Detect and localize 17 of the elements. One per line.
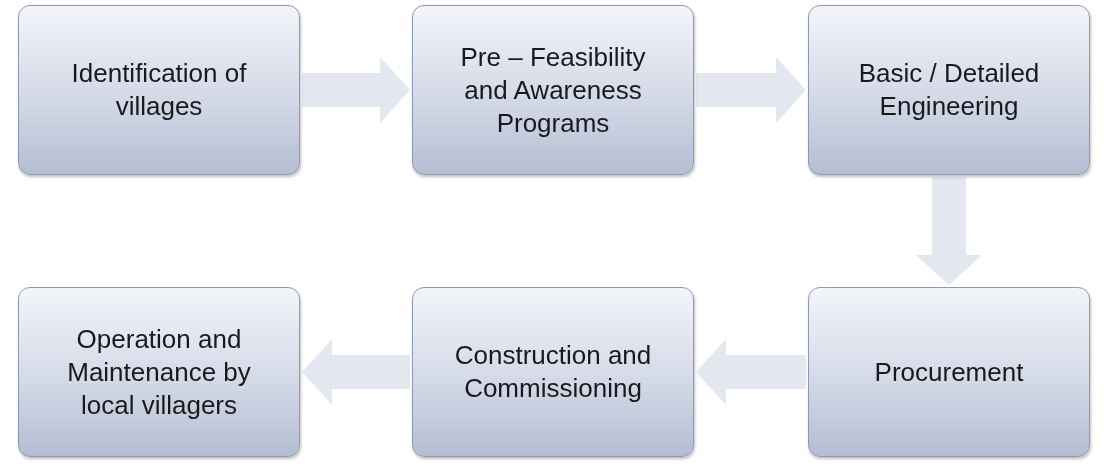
block-arrow: [302, 339, 410, 405]
process-box: [18, 287, 300, 457]
process-box: [412, 287, 694, 457]
block-arrow: [916, 177, 982, 285]
block-arrow: [696, 57, 806, 123]
process-box: [808, 287, 1090, 457]
process-box: [808, 5, 1090, 175]
block-arrow: [302, 57, 410, 123]
step-label: Basic / Detailed Engineering: [857, 57, 1041, 123]
step-label: Operation and Maintenance by local villagers: [66, 322, 252, 422]
step-label: Pre – Feasibility and Awareness Programs: [459, 40, 647, 140]
block-arrow: [696, 339, 806, 405]
step-label: Procurement: [873, 355, 1025, 389]
process-box: [18, 5, 300, 175]
step-label: Identification of villages: [70, 57, 248, 123]
step-label: Construction and Commissioning: [453, 339, 653, 405]
process-box: [412, 5, 694, 175]
